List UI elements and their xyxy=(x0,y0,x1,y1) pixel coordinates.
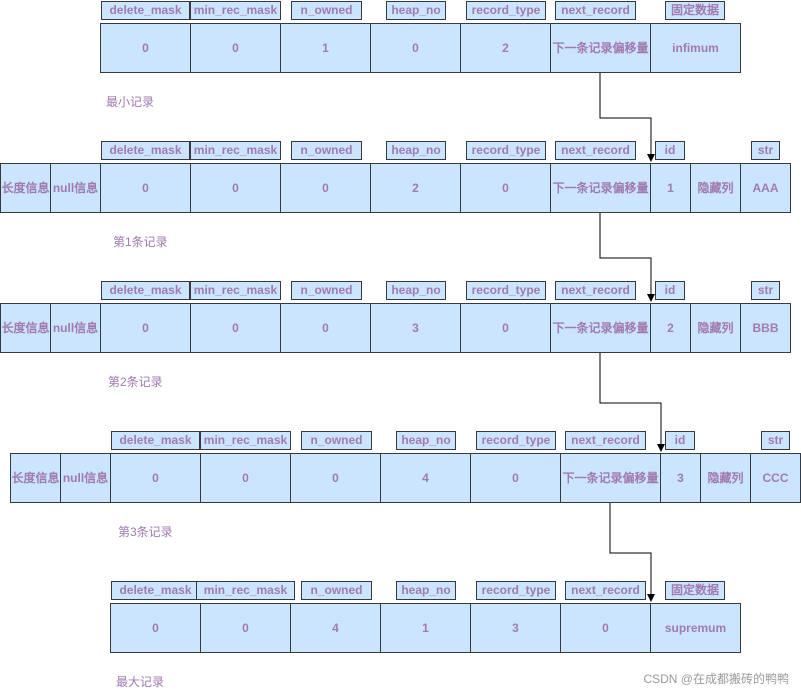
cell-str: CCC xyxy=(750,453,801,503)
cell-heap-no: 0 xyxy=(370,23,461,73)
label-delete-mask: delete_mask xyxy=(111,581,200,600)
label-str: str xyxy=(761,431,790,450)
cell-record-type: 0 xyxy=(470,453,561,503)
label-fixed-data: 固定数据 xyxy=(665,1,725,20)
cell-n-owned: 0 xyxy=(280,303,371,353)
label-fixed-data: 固定数据 xyxy=(665,581,725,600)
label-n-owned: n_owned xyxy=(291,281,362,300)
label-min-rec-mask: min_rec_mask xyxy=(190,1,281,20)
label-record-type: record_type xyxy=(476,581,556,600)
label-str: str xyxy=(751,141,780,160)
label-min-rec-mask: min_rec_mask xyxy=(190,281,281,300)
cell-infimum: infimum xyxy=(650,23,741,73)
cell-record-type: 3 xyxy=(470,603,561,653)
cell-length-info: 长度信息 xyxy=(10,453,61,503)
cell-hidden-columns: 隐藏列 xyxy=(690,163,741,213)
cell-heap-no: 3 xyxy=(370,303,461,353)
label-id: id xyxy=(655,281,685,300)
label-n-owned: n_owned xyxy=(291,141,362,160)
cell-min-rec-mask: 0 xyxy=(190,303,281,353)
cell-record-type: 0 xyxy=(460,163,551,213)
label-id: id xyxy=(665,431,695,450)
cell-next-record: 下一条记录偏移量 xyxy=(560,453,661,503)
cell-hidden-columns: 隐藏列 xyxy=(690,303,741,353)
label-record-type: record_type xyxy=(476,431,556,450)
label-min-rec-mask: min_rec_mask xyxy=(190,141,281,160)
next-pointer-arrow xyxy=(599,73,655,162)
cell-id: 2 xyxy=(650,303,691,353)
label-next-record: next_record xyxy=(555,141,636,160)
cell-record-type: 0 xyxy=(460,303,551,353)
cell-hidden-columns: 隐藏列 xyxy=(700,453,751,503)
label-delete-mask: delete_mask xyxy=(101,141,190,160)
cell-id: 1 xyxy=(650,163,691,213)
label-n-owned: n_owned xyxy=(291,1,362,20)
cell-n-owned: 0 xyxy=(280,163,371,213)
cell-min-rec-mask: 0 xyxy=(190,163,281,213)
cell-delete-mask: 0 xyxy=(110,603,201,653)
cell-next-record: 下一条记录偏移量 xyxy=(550,303,651,353)
label-heap-no: heap_no xyxy=(386,281,446,300)
label-next-record: next_record xyxy=(555,281,636,300)
cell-length-info: 长度信息 xyxy=(0,163,51,213)
watermark: CSDN @在成都搬砖的鸭鸭 xyxy=(643,672,789,686)
caption-max-record: 最大记录 xyxy=(116,675,165,689)
cell-id: 3 xyxy=(660,453,701,503)
cell-min-rec-mask: 0 xyxy=(200,453,291,503)
cell-record-type: 2 xyxy=(460,23,551,73)
next-pointer-arrow xyxy=(599,353,665,452)
cell-min-rec-mask: 0 xyxy=(190,23,281,73)
cell-delete-mask: 0 xyxy=(110,453,201,503)
label-delete-mask: delete_mask xyxy=(101,281,190,300)
label-min-rec-mask: min_rec_mask xyxy=(200,431,291,450)
caption-record-1: 第1条记录 xyxy=(113,235,168,249)
next-pointer-arrow xyxy=(599,213,655,302)
caption-record-2: 第2条记录 xyxy=(108,375,163,389)
label-str: str xyxy=(751,281,780,300)
cell-min-rec-mask: 0 xyxy=(200,603,291,653)
cell-heap-no: 2 xyxy=(370,163,461,213)
label-min-rec-mask: min_rec_mask xyxy=(196,581,295,600)
label-delete-mask: delete_mask xyxy=(101,1,190,20)
label-heap-no: heap_no xyxy=(396,581,456,600)
label-heap-no: heap_no xyxy=(386,141,446,160)
cell-str: AAA xyxy=(740,163,791,213)
label-delete-mask: delete_mask xyxy=(111,431,200,450)
cell-n-owned: 4 xyxy=(290,603,381,653)
cell-n-owned: 1 xyxy=(280,23,371,73)
label-record-type: record_type xyxy=(466,141,546,160)
label-heap-no: heap_no xyxy=(396,431,456,450)
cell-str: BBB xyxy=(740,303,791,353)
cell-null-info: null信息 xyxy=(60,453,111,503)
cell-delete-mask: 0 xyxy=(100,23,191,73)
cell-null-info: null信息 xyxy=(50,163,101,213)
cell-n-owned: 0 xyxy=(290,453,381,503)
next-pointer-arrow xyxy=(609,503,655,602)
cell-supremum: supremum xyxy=(650,603,741,653)
cell-next-record: 下一条记录偏移量 xyxy=(550,23,651,73)
caption-record-3: 第3条记录 xyxy=(118,525,173,539)
cell-delete-mask: 0 xyxy=(100,303,191,353)
caption-min-record: 最小记录 xyxy=(106,95,155,109)
cell-delete-mask: 0 xyxy=(100,163,191,213)
cell-next-record: 0 xyxy=(560,603,651,653)
label-heap-no: heap_no xyxy=(386,1,446,20)
label-next-record: next_record xyxy=(565,431,646,450)
cell-null-info: null信息 xyxy=(50,303,101,353)
label-id: id xyxy=(655,141,685,160)
cell-heap-no: 4 xyxy=(380,453,471,503)
cell-next-record: 下一条记录偏移量 xyxy=(550,163,651,213)
cell-length-info: 长度信息 xyxy=(0,303,51,353)
label-next-record: next_record xyxy=(565,581,646,600)
label-record-type: record_type xyxy=(466,1,546,20)
cell-heap-no: 1 xyxy=(380,603,471,653)
label-n-owned: n_owned xyxy=(301,581,372,600)
label-next-record: next_record xyxy=(555,1,636,20)
label-record-type: record_type xyxy=(466,281,546,300)
label-n-owned: n_owned xyxy=(301,431,372,450)
